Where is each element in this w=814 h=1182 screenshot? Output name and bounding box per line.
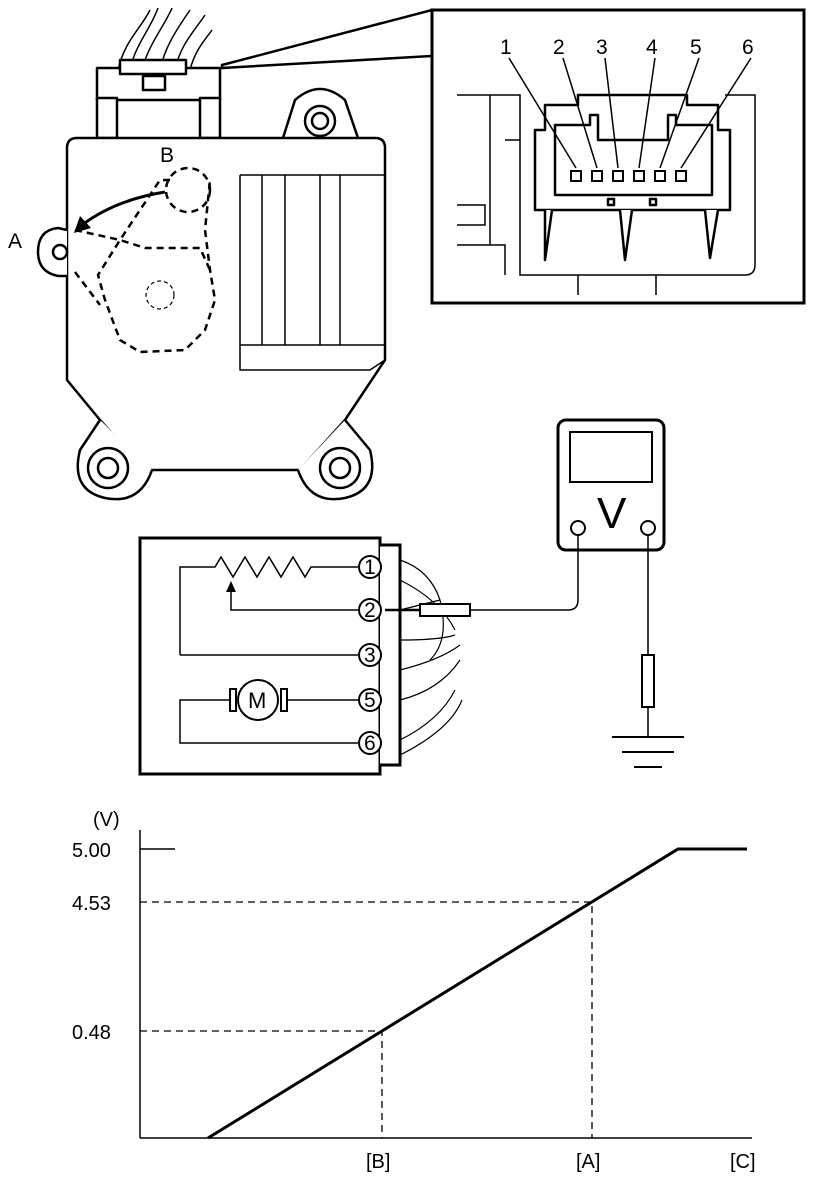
terminal-5 <box>358 688 382 712</box>
pin-number-2: 2 <box>553 36 565 59</box>
circuit-connector-block <box>380 543 402 767</box>
voltmeter-terminal-negative <box>640 520 656 536</box>
circuit-schematic: M 1 2 3 5 6 <box>138 536 471 776</box>
position-a-label: A <box>8 230 22 253</box>
connector-pin-leaders <box>508 57 752 169</box>
potentiometer-resistor <box>179 555 358 655</box>
voltmeter-v-label: V <box>597 489 627 538</box>
x-tick-label-c: [C] <box>730 1151 756 1173</box>
internal-gear-linkage <box>74 166 217 354</box>
actuator-connector <box>95 58 222 140</box>
terminal-3 <box>358 643 382 667</box>
wiper-arrowhead <box>226 581 236 592</box>
pin-number-6: 6 <box>742 36 754 59</box>
terminal-2 <box>358 598 382 622</box>
actuator-drawing <box>36 7 387 501</box>
pin-number-4: 4 <box>646 36 658 59</box>
actuator-side-panel <box>239 174 386 371</box>
ground-symbol <box>612 736 684 768</box>
motor-label: M <box>248 688 266 713</box>
graph-reference-lines <box>140 901 593 1138</box>
potentiometer-wiper <box>230 590 358 611</box>
rotation-arrowhead <box>74 216 91 233</box>
test-probe <box>419 603 471 617</box>
voltmeter-display <box>569 431 653 483</box>
voltage-graph: (V) 5.00 4.53 0.48 [B] [A] [C] <box>72 809 756 1173</box>
ground-probe <box>641 654 655 708</box>
connector-pin-holes <box>570 170 687 182</box>
voltage-characteristic-line <box>207 847 747 1140</box>
position-b-label: B <box>160 144 174 167</box>
motor-symbol <box>229 679 288 721</box>
voltmeter: V <box>556 418 666 552</box>
y-tick-label-4.53: 4.53 <box>72 893 111 915</box>
terminal-6-label: 6 <box>364 732 376 755</box>
meter-lead-positive <box>470 535 579 611</box>
reference-line-b <box>140 1030 383 1138</box>
pin-number-3: 3 <box>596 36 608 59</box>
reference-line-a <box>140 901 593 1138</box>
y-tick-label-0.48: 0.48 <box>72 1022 111 1044</box>
motor-wiring <box>179 699 358 744</box>
y-tick-label-5.00: 5.00 <box>72 840 111 862</box>
terminal-6 <box>358 731 382 755</box>
y-axis-unit-label: (V) <box>93 809 120 831</box>
actuator-body <box>65 136 387 472</box>
terminal-1-label: 1 <box>364 556 376 579</box>
pin-number-1: 1 <box>500 36 512 59</box>
terminal-1 <box>358 555 382 579</box>
connector-inset: 1 2 3 4 5 6 <box>220 8 806 305</box>
x-tick-label-a: [A] <box>576 1151 600 1173</box>
terminal-5-label: 5 <box>364 689 376 712</box>
graph-axes <box>139 830 752 1139</box>
rotation-arrow <box>81 190 166 227</box>
pin-number-5: 5 <box>690 36 702 59</box>
circuit-harness-wires <box>399 559 463 756</box>
voltmeter-terminal-positive <box>570 520 586 536</box>
inset-callout-line <box>220 8 434 70</box>
terminal-2-label: 2 <box>364 599 376 622</box>
x-tick-label-b: [B] <box>366 1151 390 1173</box>
terminal-3-label: 3 <box>364 644 376 667</box>
